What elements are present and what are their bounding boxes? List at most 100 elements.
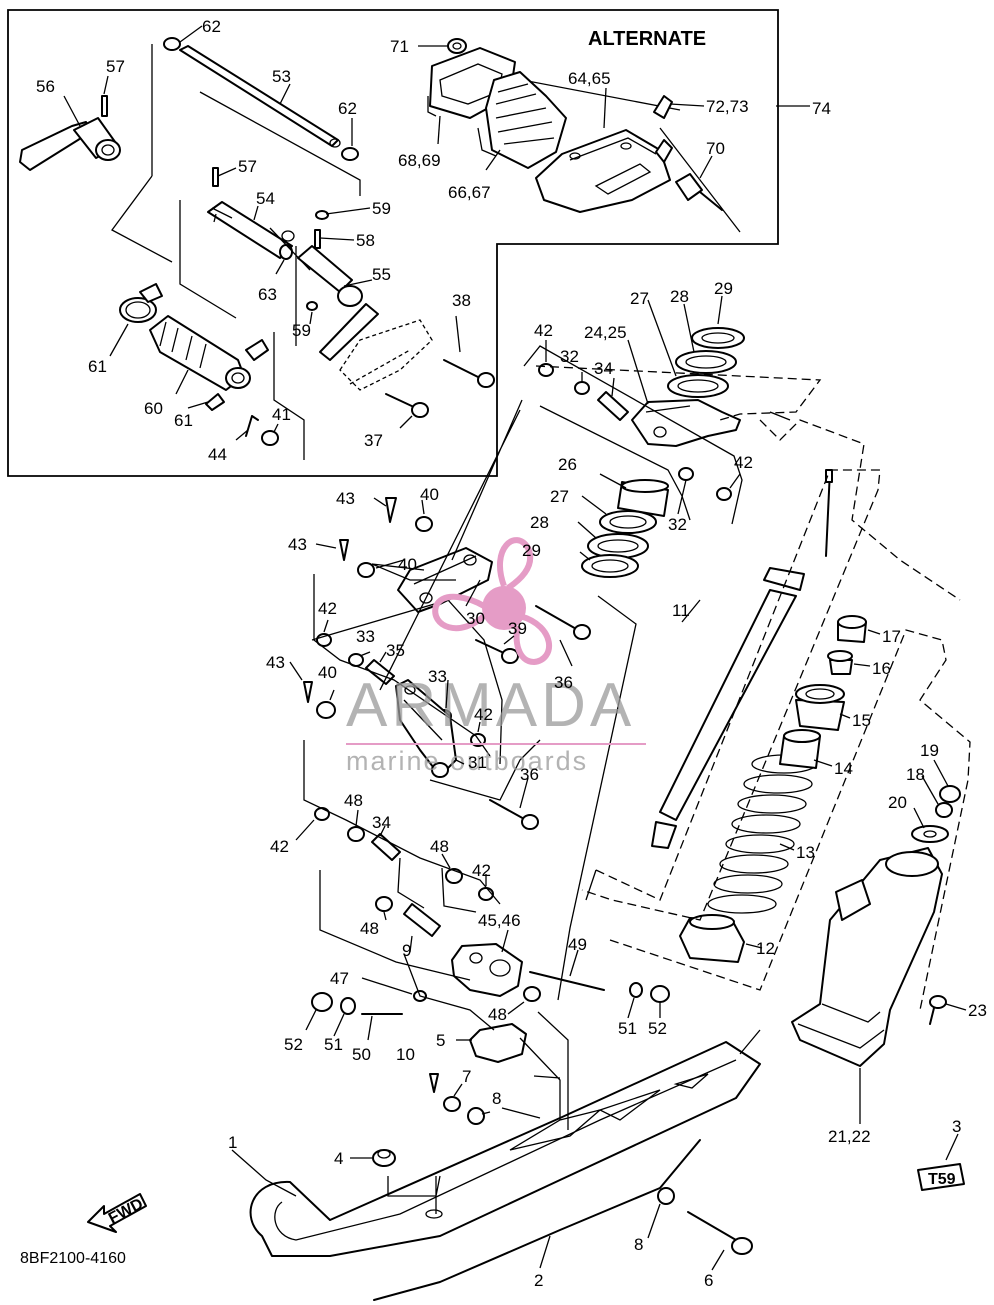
callout-70: 70 (706, 139, 725, 158)
part-52-nut-right (650, 985, 670, 1003)
inset-guide-lines (111, 44, 361, 460)
callout-7: 7 (462, 1067, 471, 1086)
watermark-propeller-icon (432, 537, 552, 666)
part-2-runner (373, 1139, 701, 1301)
part-43-cotter-top (385, 497, 397, 523)
callout-50: 50 (352, 1045, 371, 1064)
part-36-bolt-lower (489, 799, 539, 830)
part-62-washer-right (341, 147, 359, 161)
callout-leaders (63, 25, 967, 1271)
svg-text:T59: T59 (928, 1171, 956, 1188)
callout-8: 8 (492, 1089, 501, 1108)
part-70-pin (675, 173, 723, 211)
part-7-nut (443, 1096, 461, 1112)
part-40-nut-mid (357, 562, 375, 578)
callout-53: 53 (272, 67, 291, 86)
callout-42: 42 (534, 321, 553, 340)
part-41-nut (261, 430, 279, 446)
callout-31: 31 (468, 753, 487, 772)
callout-45-46: 45,46 (478, 911, 521, 930)
part-34-sleeve-lower (371, 833, 401, 861)
watermark-brand: ARMADA (346, 671, 635, 740)
part-57-pin-lower (212, 167, 219, 187)
callout-72-73: 72,73 (706, 97, 749, 116)
callout-15: 15 (852, 711, 871, 730)
callout-36: 36 (554, 673, 573, 692)
callout-68-69: 68,69 (398, 151, 441, 170)
part-51-washer-left (340, 997, 356, 1015)
callout-13: 13 (796, 843, 815, 862)
part-17-bushing (837, 615, 867, 643)
part-14-bumper (779, 729, 821, 769)
part-37-bolt (385, 393, 429, 418)
part-42-bush-a (538, 363, 554, 377)
part-53-rod (179, 45, 341, 148)
callout-48: 48 (344, 791, 363, 810)
callout-3: 3 (952, 1117, 961, 1136)
callout-57: 57 (106, 57, 125, 76)
part-27-ring-lower (599, 510, 657, 534)
callout-labels: 1 2 3 4 5 6 7 8 8 9 10 11 12 13 14 15 16… (36, 17, 987, 1290)
part-40-nut-top (415, 516, 433, 532)
part-1-ski (249, 1041, 761, 1257)
part-3-decal: T59 (917, 1163, 965, 1191)
part-8-washer-lower (657, 1187, 675, 1205)
callout-18: 18 (906, 765, 925, 784)
callout-63: 63 (258, 285, 277, 304)
assembly-outline-upper (535, 365, 822, 421)
callout-32b: 32 (668, 515, 687, 534)
callout-39: 39 (508, 619, 527, 638)
callout-61b: 61 (174, 411, 193, 430)
part-58-pin (314, 229, 321, 249)
callout-42f: 42 (472, 861, 491, 880)
part-44-clip (245, 415, 259, 437)
part-55-lever (297, 245, 379, 361)
callout-4: 4 (334, 1149, 343, 1168)
callout-33: 33 (356, 627, 375, 646)
callout-62: 62 (202, 17, 221, 36)
callout-14: 14 (834, 759, 853, 778)
callout-6: 6 (704, 1271, 713, 1290)
part-56-arm (19, 117, 121, 171)
callout-37: 37 (364, 431, 383, 450)
callout-61: 61 (88, 357, 107, 376)
callout-40b: 40 (398, 555, 417, 574)
callout-35: 35 (386, 641, 405, 660)
part-11-shock (651, 469, 833, 849)
callout-16: 16 (872, 659, 891, 678)
callout-23: 23 (968, 1001, 987, 1020)
callout-19: 19 (920, 741, 939, 760)
watermark: ARMADA marine outboards (346, 537, 646, 776)
part-43-cotter-low (303, 681, 313, 703)
part-12-seat (679, 914, 745, 963)
callout-28: 28 (670, 287, 689, 306)
callout-10: 10 (396, 1045, 415, 1064)
part-51-washer-right (629, 982, 643, 998)
part-49-bolt (529, 971, 605, 991)
part-28-ring-lower (587, 533, 649, 559)
part-29-ring-upper (691, 327, 745, 349)
callout-58: 58 (356, 231, 375, 250)
callout-66-67: 66,67 (448, 183, 491, 202)
callout-42b: 42 (734, 453, 753, 472)
part-61-screw (205, 393, 225, 411)
part-26-collar (617, 479, 669, 517)
alternate-label: ALTERNATE (588, 28, 706, 50)
part-54-shaft (207, 201, 293, 260)
callout-21-22: 21,22 (828, 1127, 871, 1146)
linkage-phantom (339, 319, 433, 391)
part-11-mount-guide (585, 411, 791, 1055)
part-18-nut (935, 802, 953, 818)
callout-5: 5 (436, 1031, 445, 1050)
callout-49: 49 (568, 935, 587, 954)
callout-41: 41 (272, 405, 291, 424)
part-31-bracket (395, 679, 457, 778)
callout-9: 9 (402, 941, 411, 960)
part-27-ring-upper (667, 374, 729, 398)
svg-text:FWD: FWD (106, 1195, 146, 1227)
callout-55: 55 (372, 265, 391, 284)
part-45-46-spindle (451, 943, 523, 997)
assembly-outline-rear (759, 419, 961, 601)
part-52-nut-left (311, 992, 333, 1012)
part-59-nut-upper (315, 210, 329, 220)
